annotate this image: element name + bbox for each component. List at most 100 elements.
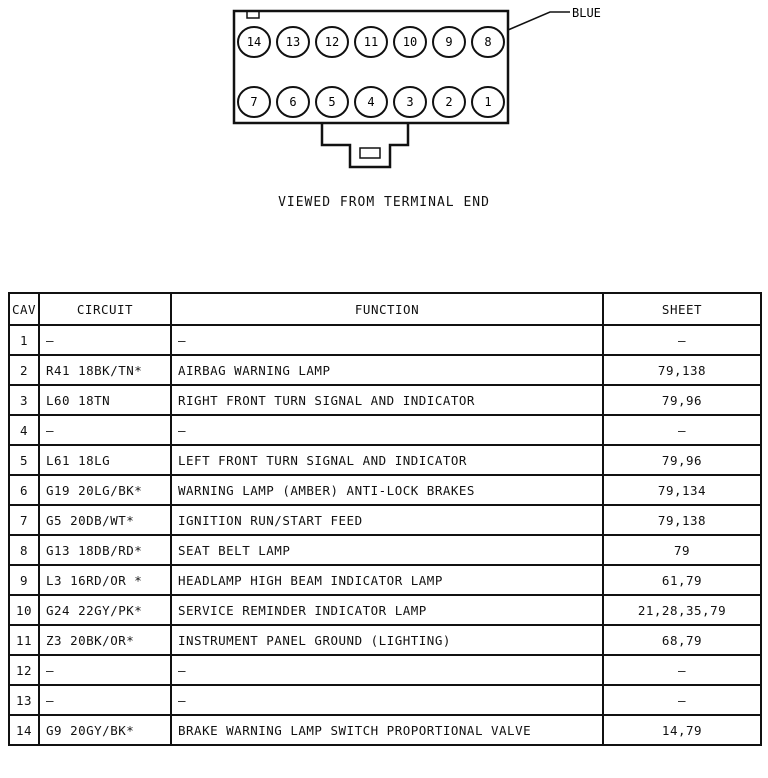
table-row: 1———	[8, 324, 762, 356]
cell-cav: 9	[8, 564, 40, 596]
header-cav: CAV	[8, 292, 40, 326]
pin-cavity	[471, 86, 505, 118]
pin-cavity	[276, 26, 310, 58]
cell-sheet: —	[602, 684, 762, 716]
cell-function: —	[170, 414, 604, 446]
cell-function: AIRBAG WARNING LAMP	[170, 354, 604, 386]
cell-function: RIGHT FRONT TURN SIGNAL AND INDICATOR	[170, 384, 604, 416]
cell-circuit: R41 18BK/TN*	[38, 354, 172, 386]
cell-function: —	[170, 684, 604, 716]
connector-latch	[320, 123, 410, 169]
cell-function: WARNING LAMP (AMBER) ANTI-LOCK BRAKES	[170, 474, 604, 506]
cell-cav: 13	[8, 684, 40, 716]
cell-circuit: G24 22GY/PK*	[38, 594, 172, 626]
cell-circuit: —	[38, 654, 172, 686]
cell-function: SEAT BELT LAMP	[170, 534, 604, 566]
pin-number: 3	[406, 95, 413, 109]
cell-sheet: 21,28,35,79	[602, 594, 762, 626]
cell-circuit: G13 18DB/RD*	[38, 534, 172, 566]
cell-circuit: L61 18LG	[38, 444, 172, 476]
cell-cav: 10	[8, 594, 40, 626]
cell-sheet: 61,79	[602, 564, 762, 596]
pin-cavity	[432, 86, 466, 118]
cell-circuit: G5 20DB/WT*	[38, 504, 172, 536]
cell-cav: 2	[8, 354, 40, 386]
cell-circuit: G9 20GY/BK*	[38, 714, 172, 746]
cell-function: HEADLAMP HIGH BEAM INDICATOR LAMP	[170, 564, 604, 596]
cell-sheet: —	[602, 654, 762, 686]
cell-circuit: —	[38, 684, 172, 716]
pin-cavity	[237, 26, 271, 58]
pin-cavity	[393, 86, 427, 118]
diagram-caption: VIEWED FROM TERMINAL END	[278, 195, 490, 210]
header-sheet: SHEET	[602, 292, 762, 326]
pin-number: 14	[247, 35, 261, 49]
pin-number: 7	[250, 95, 257, 109]
cell-circuit: —	[38, 324, 172, 356]
header-function: FUNCTION	[170, 292, 604, 326]
cell-function: INSTRUMENT PANEL GROUND (LIGHTING)	[170, 624, 604, 656]
cell-sheet: 79,134	[602, 474, 762, 506]
cell-cav: 5	[8, 444, 40, 476]
housing-notch	[246, 10, 260, 19]
pin-cavity	[315, 26, 349, 58]
pin-cavity	[471, 26, 505, 58]
cell-function: IGNITION RUN/START FEED	[170, 504, 604, 536]
cell-function: SERVICE REMINDER INDICATOR LAMP	[170, 594, 604, 626]
pin-cavity	[276, 86, 310, 118]
pin-cavity	[354, 86, 388, 118]
cell-sheet: 68,79	[602, 624, 762, 656]
cell-cav: 3	[8, 384, 40, 416]
pin-number: 12	[325, 35, 339, 49]
cell-sheet: 79,96	[602, 444, 762, 476]
pin-cavity	[393, 26, 427, 58]
pin-number: 4	[367, 95, 374, 109]
top-pin-row: 14 13 12 11 10 9 8	[237, 26, 505, 58]
color-callout-label: BLUE	[572, 6, 601, 20]
pin-number: 8	[484, 35, 491, 49]
pin-number: 2	[445, 95, 452, 109]
pin-number: 13	[286, 35, 300, 49]
cell-sheet: 79,138	[602, 504, 762, 536]
pin-number: 9	[445, 35, 452, 49]
cell-sheet: 79,138	[602, 354, 762, 386]
cell-cav: 14	[8, 714, 40, 746]
cell-sheet: 14,79	[602, 714, 762, 746]
pin-number: 10	[403, 35, 417, 49]
cell-sheet: 79,96	[602, 384, 762, 416]
header-circuit: CIRCUIT	[38, 292, 172, 326]
pin-cavity	[315, 86, 349, 118]
pin-cavity	[237, 86, 271, 118]
pin-number: 5	[328, 95, 335, 109]
cell-circuit: G19 20LG/BK*	[38, 474, 172, 506]
pin-number: 6	[289, 95, 296, 109]
cell-cav: 11	[8, 624, 40, 656]
cell-function: BRAKE WARNING LAMP SWITCH PROPORTIONAL V…	[170, 714, 604, 746]
cell-function: —	[170, 324, 604, 356]
cell-sheet: —	[602, 414, 762, 446]
cell-circuit: L60 18TN	[38, 384, 172, 416]
cell-function: LEFT FRONT TURN SIGNAL AND INDICATOR	[170, 444, 604, 476]
cell-cav: 6	[8, 474, 40, 506]
latch-tab	[359, 147, 381, 159]
pin-cavity	[432, 26, 466, 58]
cell-cav: 8	[8, 534, 40, 566]
table-header-row: CAV CIRCUIT FUNCTION SHEET	[8, 292, 762, 326]
pin-number: 11	[364, 35, 378, 49]
cell-cav: 7	[8, 504, 40, 536]
cell-sheet: 79	[602, 534, 762, 566]
cell-cav: 4	[8, 414, 40, 446]
table-row: 12———	[8, 654, 762, 686]
